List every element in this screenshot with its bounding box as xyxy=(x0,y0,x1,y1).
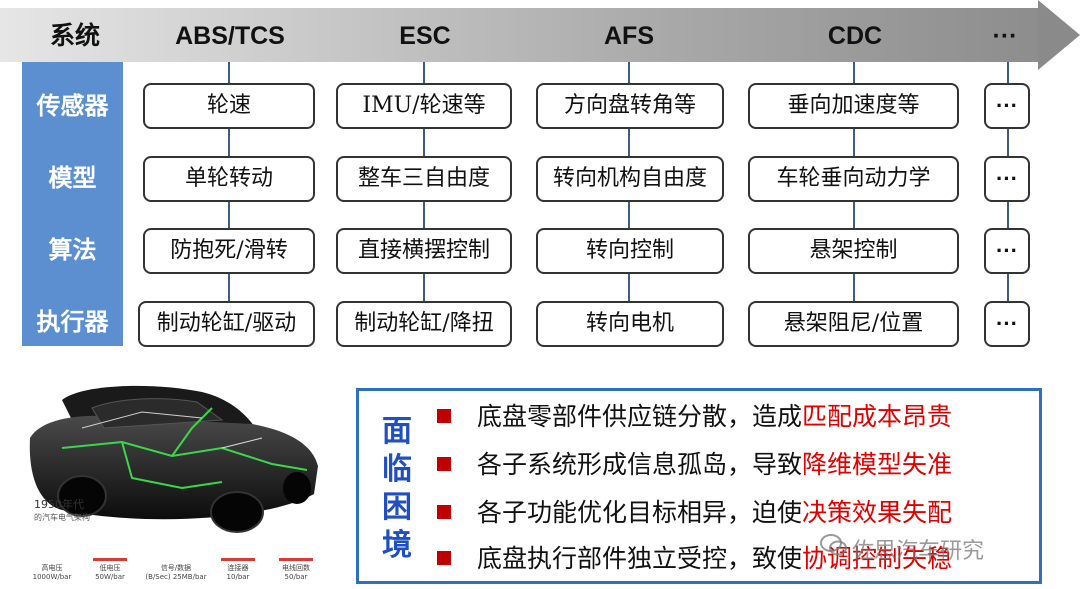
legend-item: 信号/数据 (B/Sec) 25MB/bar xyxy=(140,558,212,582)
bullet-square-icon xyxy=(437,550,451,565)
legend-value: 50W/bar xyxy=(95,573,125,581)
cell-afs-model: 转向机构自由度 xyxy=(536,156,724,202)
cell-more-actuator: ··· xyxy=(984,301,1030,347)
legend-value: 10/bar xyxy=(226,573,250,581)
cell-more-sensor: ··· xyxy=(984,83,1030,129)
car-image-icon xyxy=(29,385,318,533)
cell-abs-actuator: 制动轮缸/驱动 xyxy=(138,301,315,347)
legend-value: (B/Sec) 25MB/bar xyxy=(145,573,207,581)
legend-item: 电线回数 50/bar xyxy=(266,558,326,582)
challenge-highlight: 协调控制失稳 xyxy=(802,544,953,573)
challenge-text: 底盘执行部件独立受控，致使 xyxy=(477,544,803,573)
challenge-text: 底盘零部件供应链分散，造成 xyxy=(477,402,803,431)
cell-esc-sensor: IMU/轮速等 xyxy=(336,83,512,129)
challenge-highlight: 降维模型失准 xyxy=(802,450,953,479)
legend-bar xyxy=(35,558,69,561)
legend-label: 连接器 xyxy=(227,564,249,572)
challenge-highlight: 决策效果失配 xyxy=(802,498,953,527)
header-afs: AFS xyxy=(604,22,654,50)
watermark: 佐思汽车研究 xyxy=(852,539,985,564)
cell-afs-algorithm: 转向控制 xyxy=(536,228,724,274)
challenge-highlight: 匹配成本昂贵 xyxy=(802,402,953,431)
header-more: ··· xyxy=(992,22,1018,50)
challenges-title-char: 境 xyxy=(382,528,412,563)
car-caption: 1950年代 的汽车电气架构 xyxy=(34,498,90,524)
legend-bar xyxy=(221,558,255,561)
legend-item: 连接器 10/bar xyxy=(208,558,268,582)
legend-item: 高电压 1000W/bar xyxy=(22,558,82,582)
cell-esc-model: 整车三自由度 xyxy=(336,156,512,202)
cell-abs-algorithm: 防抱死/滑转 xyxy=(143,228,315,274)
legend-bar xyxy=(279,558,313,561)
category-algorithm: 算法 xyxy=(48,236,97,264)
legend-label: 电线回数 xyxy=(282,564,310,572)
category-actuator: 执行器 xyxy=(36,308,109,336)
header-esc: ESC xyxy=(399,22,451,50)
header-arrow-head xyxy=(1038,0,1080,70)
challenge-item: 底盘执行部件独立受控，致使协调控制失稳 xyxy=(437,541,952,577)
challenge-text: 各子系统形成信息孤岛，导致 xyxy=(477,450,803,479)
legend-value: 1000W/bar xyxy=(32,573,72,581)
legend-bar xyxy=(159,558,193,561)
legend-label: 高电压 xyxy=(41,564,63,572)
wechat-icon xyxy=(820,534,847,556)
car-caption-year: 1950年代 xyxy=(34,498,84,511)
header-arrow xyxy=(0,8,1040,62)
challenges-title-char: 困 xyxy=(382,490,412,525)
challenge-item: 底盘零部件供应链分散，造成匹配成本昂贵 xyxy=(437,399,952,435)
car-illustration: 1950年代 的汽车电气架构 高电压 1000W/bar 低电压 50W/bar… xyxy=(22,378,322,588)
cell-more-model: ··· xyxy=(984,156,1030,202)
cell-afs-sensor: 方向盘转角等 xyxy=(536,83,724,129)
header-system: 系统 xyxy=(49,22,100,50)
challenges-box: 面 临 困 境 底盘零部件供应链分散，造成匹配成本昂贵 各子系统形成信息孤岛，导… xyxy=(356,388,1042,584)
car-caption-desc: 的汽车电气架构 xyxy=(34,513,90,522)
category-column: 传感器 模型 算法 执行器 xyxy=(22,62,123,346)
bullet-square-icon xyxy=(437,504,451,519)
cell-cdc-algorithm: 悬架控制 xyxy=(748,228,959,274)
challenge-text: 各子功能优化目标相异，迫使 xyxy=(477,498,803,527)
challenge-item: 各子系统形成信息孤岛，导致降维模型失准 xyxy=(437,447,952,483)
legend-value: 50/bar xyxy=(284,573,308,581)
category-model: 模型 xyxy=(48,164,97,192)
cell-abs-model: 单轮转动 xyxy=(143,156,315,202)
challenges-title: 面 临 困 境 xyxy=(377,413,417,565)
bullet-square-icon xyxy=(437,408,451,423)
cell-cdc-actuator: 悬架阻尼/位置 xyxy=(748,301,959,347)
cell-cdc-sensor: 垂向加速度等 xyxy=(748,83,959,129)
challenges-title-char: 面 xyxy=(382,414,412,449)
challenges-title-char: 临 xyxy=(382,452,412,487)
cell-esc-algorithm: 直接横摆控制 xyxy=(336,228,512,274)
legend-label: 信号/数据 xyxy=(160,564,192,572)
cell-cdc-model: 车轮垂向动力学 xyxy=(748,156,959,202)
legend-label: 低电压 xyxy=(99,564,121,572)
header-abs-tcs: ABS/TCS xyxy=(175,22,285,50)
bullet-square-icon xyxy=(437,456,451,471)
category-sensor: 传感器 xyxy=(36,92,109,120)
challenge-item: 各子功能优化目标相异，迫使决策效果失配 xyxy=(437,495,952,531)
cell-more-algorithm: ··· xyxy=(984,228,1030,274)
cell-afs-actuator: 转向电机 xyxy=(536,301,724,347)
cell-abs-sensor: 轮速 xyxy=(143,83,315,129)
header-cdc: CDC xyxy=(827,22,883,50)
legend-bar xyxy=(93,558,127,561)
cell-esc-actuator: 制动轮缸/降扭 xyxy=(336,301,512,347)
legend-item: 低电压 50W/bar xyxy=(80,558,140,582)
